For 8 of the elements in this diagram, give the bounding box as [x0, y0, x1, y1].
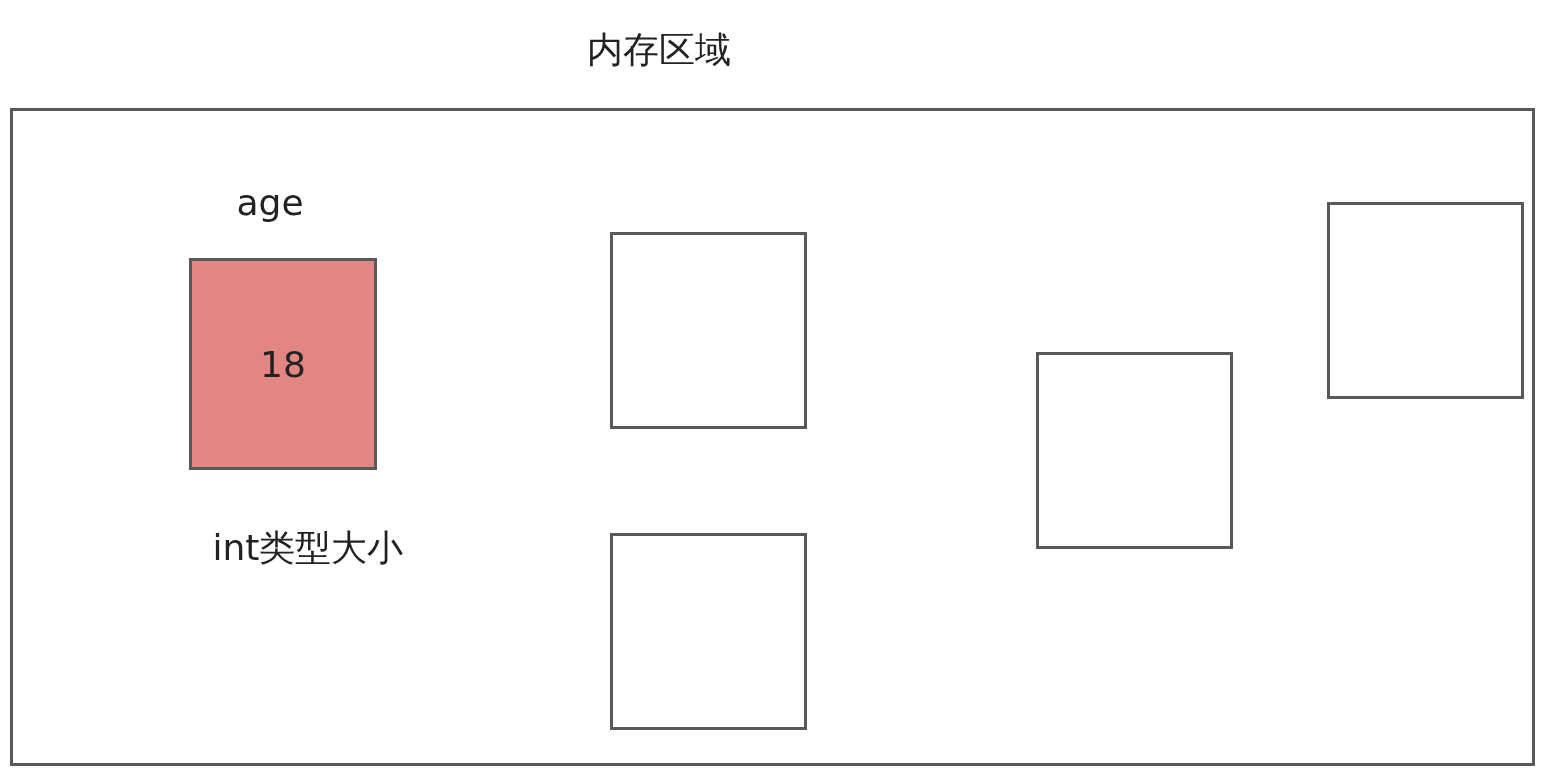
region-title: 内存区域: [585, 28, 732, 72]
empty-box: [1327, 202, 1524, 399]
size-note: int类型大小: [212, 526, 404, 570]
empty-box: [610, 533, 807, 730]
empty-box: [610, 232, 807, 429]
empty-box: [1036, 352, 1233, 549]
variable-name: age: [236, 181, 304, 225]
value-box: 18: [189, 258, 377, 470]
